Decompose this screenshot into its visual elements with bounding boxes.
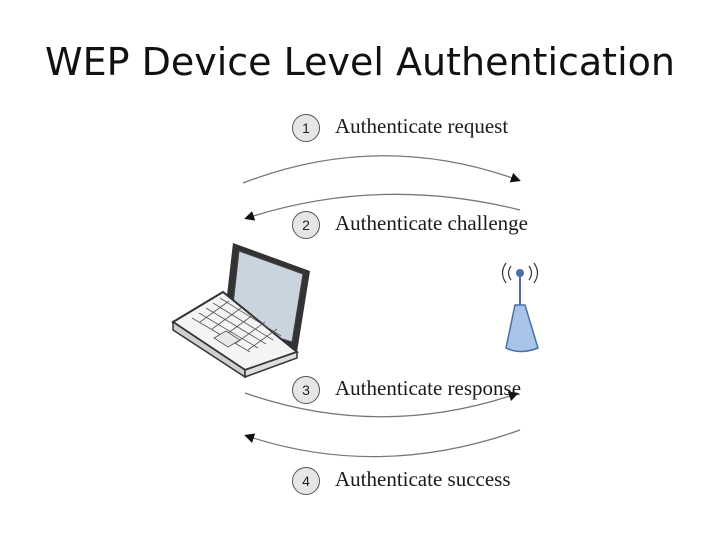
step-number-1: 1 (292, 114, 320, 142)
step-label-request: Authenticate request (335, 114, 509, 138)
step-number-4: 4 (292, 467, 320, 495)
arrow-success (244, 429, 521, 458)
step-number-2: 2 (292, 211, 320, 239)
arrow-request (242, 155, 521, 184)
arrow-response (244, 391, 519, 418)
step-label-challenge: Authenticate challenge (335, 211, 528, 235)
step-label-success: Authenticate success (335, 467, 511, 491)
step-label-response: Authenticate response (335, 376, 522, 400)
access-point-icon (501, 262, 539, 353)
slide-title: WEP Device Level Authentication (45, 40, 675, 84)
step-number-3: 3 (292, 376, 320, 404)
laptop-icon (171, 243, 310, 379)
arrow-challenge (244, 193, 521, 221)
